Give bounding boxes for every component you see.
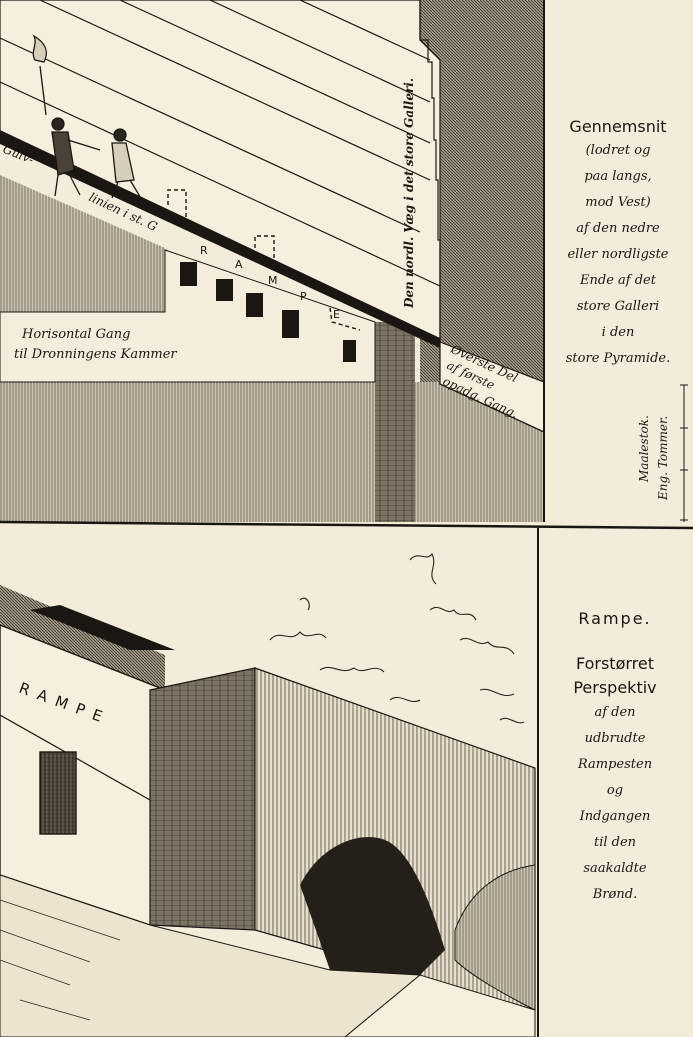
side-wall [149, 667, 256, 931]
grand-gallery [0, 0, 441, 343]
bottom-caption-line-1: af den [594, 705, 636, 720]
block-opening [39, 751, 77, 835]
bottom-caption-heading-1: Rampe. [578, 609, 652, 628]
rampe-letter-m: M [268, 274, 278, 287]
figures-with-torch-icon [32, 34, 143, 201]
well-entrance [300, 837, 445, 975]
wall-label: Den nordl. Væg i det store Galleri. [402, 78, 416, 309]
bottom-caption-line-6: til den [593, 835, 637, 850]
bottom-caption: Rampe. Forstørret Perspektiv af den udbr… [540, 609, 690, 908]
top-caption-line-5: eller nordligste [567, 247, 669, 262]
horizontal-gang-label: Horisontal Gang [21, 327, 131, 342]
rampe-letter-a: A [235, 258, 243, 271]
masonry-pillar [375, 322, 415, 522]
bottom-caption-line-5: Indgangen [579, 809, 651, 824]
top-caption-heading: Gennemsnit [569, 117, 667, 136]
top-caption-line-6: Ende af det [580, 273, 656, 288]
top-caption-line-2: paa langs, [584, 169, 652, 184]
top-caption-line-9: store Pyramide. [565, 351, 671, 366]
scale-label-2: Eng. Tommer. [656, 416, 670, 501]
bottom-caption-heading-3: Perspektiv [573, 678, 657, 697]
masonry-wedge [0, 175, 165, 312]
bottom-caption-line-7: saakaldte [583, 861, 647, 876]
masonry-lower [0, 382, 375, 522]
rampe-letter-r: R [200, 244, 208, 257]
bottom-caption-line-2: udbrudte [584, 731, 646, 746]
floor-hatching [0, 899, 121, 1021]
bottom-caption-line-8: Brønd. [592, 887, 638, 902]
top-caption-line-3: mod Vest) [585, 195, 651, 210]
bottom-caption-heading-2: Forstørret [575, 654, 655, 673]
top-caption-line-7: store Galleri [576, 299, 660, 314]
scale-label-1: Maalestok. [637, 415, 651, 483]
broken-rubble [454, 864, 536, 1011]
rampe-letter-p: P [300, 290, 307, 303]
scale-bar [680, 384, 688, 522]
ramp-holes [180, 262, 356, 362]
top-caption-line-8: i den [601, 325, 635, 340]
bottom-caption-line-3: Rampesten [577, 757, 653, 772]
rampe-letter-e: E [333, 308, 340, 321]
top-caption: Gennemsnit (lodret og paa langs, mod Ves… [548, 117, 688, 372]
vegetation-sketch [269, 552, 525, 724]
top-caption-line-4: af den nedre [576, 221, 660, 236]
bottom-caption-line-4: og [606, 783, 624, 798]
dronningens-kammer-label: til Dronningens Kammer [14, 347, 177, 362]
top-caption-line-1: (lodret og [585, 143, 651, 158]
